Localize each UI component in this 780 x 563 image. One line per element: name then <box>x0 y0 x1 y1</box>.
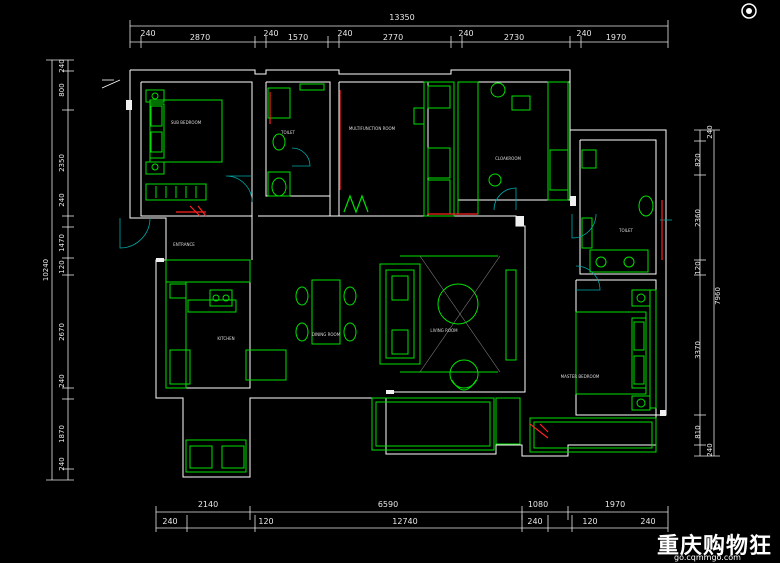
dim-left-seg: 240 <box>58 457 66 470</box>
dim-bottom-seg: 2140 <box>198 500 218 509</box>
dim-right-seg: 240 <box>706 443 714 456</box>
sub-bed <box>149 99 223 163</box>
dim-top-total: 13350 <box>389 13 414 22</box>
dim-top-seg: 240 <box>263 29 278 38</box>
living-hatch <box>419 255 501 373</box>
label-living-room: LIVING ROOM <box>430 328 458 333</box>
label-master-bedroom: MASTER BEDROOM <box>561 374 600 379</box>
master-bed <box>575 311 647 395</box>
dim-bottom-seg: 6590 <box>378 500 398 509</box>
dim-bottom-seg: 1970 <box>605 500 625 509</box>
dimension-right <box>694 129 720 457</box>
dim-left-seg: 1870 <box>58 425 66 443</box>
dim-left-seg: 240 <box>58 59 66 72</box>
dim-left-seg: 240 <box>58 374 66 387</box>
label-multifunction-room: MULTIFUNCTION ROOM <box>349 126 396 131</box>
dim-bottom-seg: 1080 <box>528 500 548 509</box>
dim-left-seg: 800 <box>58 83 66 96</box>
dim-right-seg: 2360 <box>694 209 702 227</box>
dim-left-seg: 2350 <box>58 154 66 172</box>
dim-bottom-low: 240 <box>162 517 177 526</box>
furniture <box>145 81 657 469</box>
label-entrance: ENTRANCE <box>173 242 195 247</box>
dimension-top <box>129 20 669 48</box>
dim-right-seg: 240 <box>706 125 714 138</box>
dim-top-seg: 1970 <box>606 33 626 42</box>
dim-right-seg: 820 <box>694 153 702 166</box>
label-toilet-1: TOILET <box>280 130 296 135</box>
dim-top-seg: 2770 <box>383 33 403 42</box>
label-cloakroom: CLOAKROOM <box>495 156 521 161</box>
corner-logo-icon <box>741 3 757 19</box>
walls <box>129 69 667 478</box>
dimension-bottom <box>155 506 669 532</box>
label-toilet-2: TOILET <box>618 228 634 233</box>
dim-bottom-low: 120 <box>258 517 273 526</box>
dim-right-total: 7960 <box>714 287 722 305</box>
doors <box>119 147 672 291</box>
dim-top-seg: 240 <box>458 29 473 38</box>
watermark-name: 重庆购物狂 <box>657 534 773 559</box>
entrance-arrow-icon <box>101 79 121 89</box>
dim-bottom-low: 120 <box>582 517 597 526</box>
watermark-url: go.cqmmgo.com <box>674 553 741 562</box>
dim-left-seg: 120 <box>58 260 66 273</box>
dim-top-seg: 240 <box>140 29 155 38</box>
sofa <box>379 263 421 365</box>
label-kitchen: KITCHEN <box>217 336 234 341</box>
dim-right-seg: 3370 <box>694 341 702 359</box>
dim-left-seg: 2670 <box>58 323 66 341</box>
dim-left-seg: 1470 <box>58 234 66 252</box>
dim-top-seg: 2870 <box>190 33 210 42</box>
dim-right-seg: 120 <box>694 261 702 274</box>
dim-bottom-total: 12740 <box>392 517 417 526</box>
dim-bottom-low: 240 <box>640 517 655 526</box>
label-dining-room: DINING ROOM <box>312 332 341 337</box>
dim-top-seg: 1570 <box>288 33 308 42</box>
sliding-door-zigzag <box>343 194 369 214</box>
dim-top-seg: 240 <box>337 29 352 38</box>
dim-top-seg: 240 <box>576 29 591 38</box>
balconies <box>185 397 657 473</box>
dim-right-seg: 810 <box>694 425 702 438</box>
red-accents <box>176 90 663 439</box>
dim-left-total: 10240 <box>42 259 50 281</box>
dim-bottom-low: 240 <box>527 517 542 526</box>
label-sub-bedroom: SUB BEDROOM <box>171 120 202 125</box>
dim-left-seg: 240 <box>58 193 66 206</box>
dim-top-seg: 2730 <box>504 33 524 42</box>
dining-table <box>311 279 341 345</box>
dimension-left <box>46 59 74 481</box>
wall-columns <box>126 100 666 416</box>
